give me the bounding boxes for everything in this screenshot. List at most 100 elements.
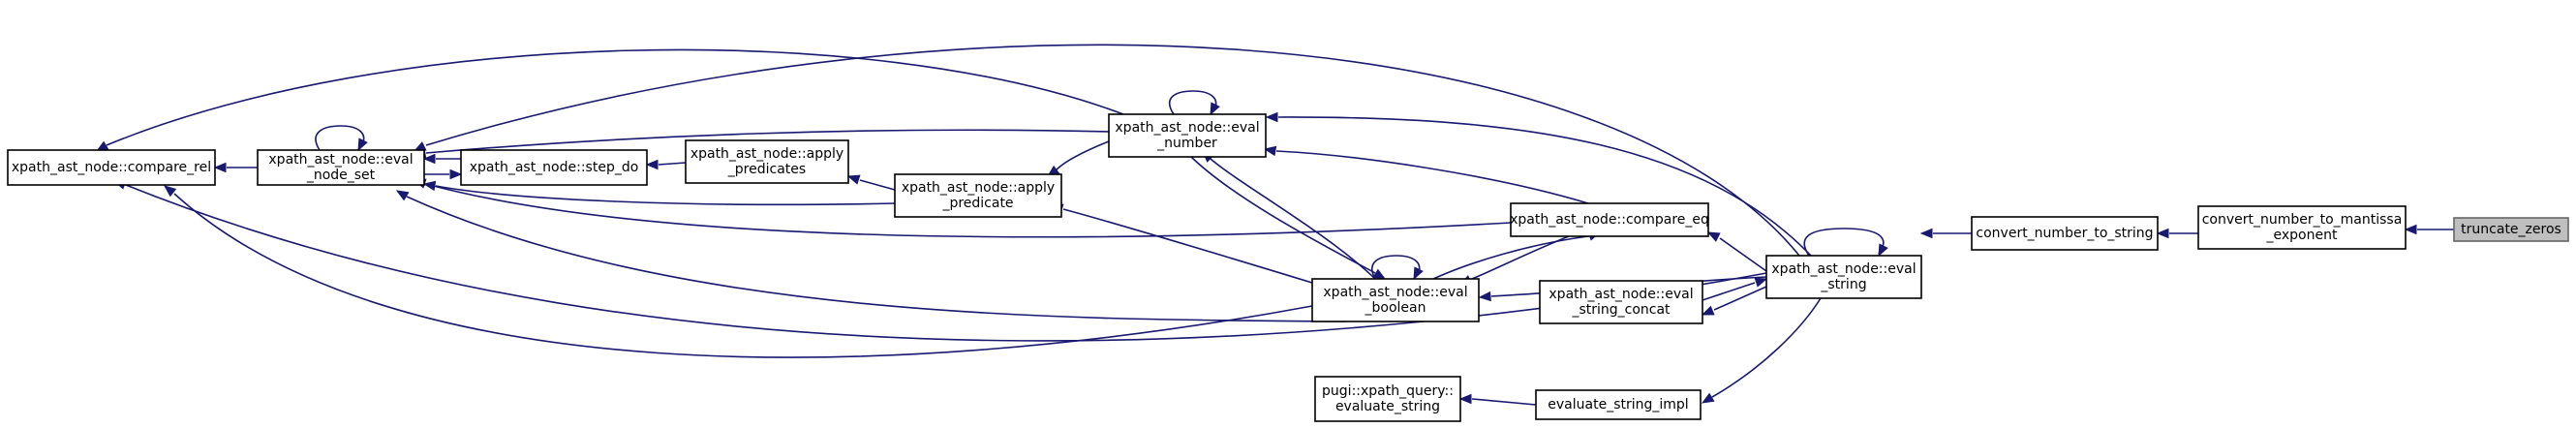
node-box[interactable]	[460, 149, 648, 186]
edge-arrowhead	[395, 190, 410, 201]
node-label: xpath_ast_node::apply	[902, 180, 1055, 196]
edge-line	[173, 193, 1313, 358]
edge-arrowhead	[1265, 111, 1278, 123]
edge-convert_number_to_string-to-eval_string	[1919, 228, 1972, 239]
edge-evaluate_string_impl-to-evaluate_string	[1458, 393, 1537, 406]
node-box[interactable]	[1971, 216, 2159, 251]
edge-eval_boolean-to-compare_eq	[1432, 230, 1602, 280]
node-box[interactable]	[257, 149, 425, 186]
edge-apply_predicate-to-apply_predicates	[846, 174, 896, 191]
node-box[interactable]	[1765, 255, 1922, 299]
node-label: xpath_ast_node::eval	[1549, 287, 1693, 302]
node-box[interactable]	[7, 149, 216, 186]
node-label: xpath_ast_node::eval	[1323, 285, 1467, 300]
node-label: xpath_ast_node::apply	[690, 146, 843, 162]
node-box[interactable]	[2453, 217, 2569, 242]
node-eval-boolean[interactable]: xpath_ast_node::eval_boolean	[1311, 278, 1480, 322]
edge-line	[1471, 235, 1570, 280]
edge-line	[1713, 286, 1767, 311]
edge-eval_number-to-compare_rel	[95, 48, 1124, 152]
edge-eval_string_concat-to-eval_string	[1702, 277, 1768, 301]
node-box[interactable]	[2197, 205, 2407, 250]
edge-line	[1277, 116, 1812, 257]
node-apply-predicates[interactable]: xpath_ast_node::apply_predicates	[685, 139, 849, 184]
edge-convert_number_to_mantissa-to-convert_number_to_string	[2156, 228, 2198, 239]
node-label: xpath_ast_node::eval	[268, 152, 413, 168]
edge-eval_string-to-eval_number	[1265, 111, 1812, 257]
node-compare-rel[interactable]: xpath_ast_node::compare_rel	[7, 149, 216, 186]
edge-arrowhead	[1919, 228, 1933, 239]
node-box[interactable]	[894, 173, 1062, 218]
edge-eval_node_set-to-eval_node_set	[315, 125, 368, 152]
edge-eval_boolean-to-compare_rel	[163, 185, 1313, 358]
edge-line	[1432, 235, 1589, 280]
edge-arrowhead	[1372, 268, 1387, 280]
edge-line	[1803, 228, 1885, 257]
node-eval-string[interactable]: xpath_ast_node::eval_string	[1765, 255, 1922, 299]
edge-arrowhead	[645, 159, 659, 170]
node-label: _node_set	[306, 168, 376, 183]
edge-arrowhead	[1478, 290, 1491, 302]
node-box[interactable]	[1539, 280, 1703, 324]
node-label: _exponent	[2266, 228, 2338, 243]
edge-arrowhead	[1701, 392, 1715, 404]
edge-line	[1275, 150, 1589, 204]
edge-line	[658, 162, 687, 166]
edge-compare_eq-to-eval_boolean	[1458, 235, 1570, 286]
edge-arrowhead	[449, 168, 463, 180]
edge-arrowhead	[422, 180, 437, 192]
edge-eval_number-to-eval_number	[1168, 90, 1220, 116]
node-evaluate-string[interactable]: pugi::xpath_query::evaluate_string	[1314, 376, 1461, 422]
node-label: _number	[1156, 136, 1217, 151]
node-label: _predicate	[941, 196, 1013, 211]
node-label: evaluate_string	[1335, 399, 1440, 414]
node-box[interactable]	[1510, 202, 1709, 237]
node-box[interactable]	[1314, 376, 1461, 422]
node-convert-number-to-string[interactable]: convert_number_to_string	[1971, 216, 2159, 251]
node-truncate-zeros[interactable]: truncate_zeros	[2453, 217, 2569, 242]
edge-line	[1711, 297, 1822, 398]
edge-arrowhead	[1701, 305, 1715, 316]
edge-arrowhead	[163, 185, 177, 198]
edge-line	[1702, 282, 1756, 301]
edge-step_do-to-eval_node_set	[422, 153, 461, 165]
edge-line	[406, 196, 1347, 322]
node-label: pugi::xpath_query::	[1322, 383, 1454, 399]
node-step-do[interactable]: xpath_ast_node::step_do	[460, 149, 648, 186]
edge-arrowhead	[846, 174, 861, 185]
node-convert-number-to-mantissa[interactable]: convert_number_to_mantissa_exponent	[2197, 205, 2407, 250]
node-box[interactable]	[1311, 278, 1480, 322]
edge-apply_predicate-to-eval_node_set	[422, 180, 896, 206]
edge-line	[1062, 208, 1313, 284]
edge-arrowhead	[1754, 277, 1768, 288]
node-compare-eq[interactable]: xpath_ast_node::compare_eq	[1510, 202, 1709, 237]
edge-line	[425, 44, 1800, 257]
node-eval-string-concat[interactable]: xpath_ast_node::eval_string_concat	[1539, 280, 1703, 324]
node-label: xpath_ast_node::compare_eq	[1510, 212, 1709, 228]
node-label: _string_concat	[1571, 302, 1671, 318]
edge-arrowhead	[2156, 228, 2169, 239]
edge-line	[425, 129, 1110, 154]
node-box[interactable]	[1108, 113, 1267, 158]
node-box[interactable]	[685, 139, 849, 184]
edge-line	[315, 125, 365, 151]
node-label: xpath_ast_node::compare_rel	[12, 160, 211, 175]
node-apply-predicate[interactable]: xpath_ast_node::apply_predicate	[894, 173, 1062, 218]
edge-line	[1210, 158, 1376, 280]
node-label: xpath_ast_node::eval	[1115, 120, 1259, 136]
node-eval-node-set[interactable]: xpath_ast_node::eval_node_set	[257, 149, 425, 186]
edge-eval_boolean-to-eval_node_set	[395, 190, 1347, 322]
edge-arrowhead	[1210, 102, 1220, 116]
edge-eval_string-to-eval_string	[1803, 228, 1888, 258]
edge-eval_node_set-to-step_do	[424, 168, 463, 180]
edge-eval_string-to-eval_string_concat	[1701, 286, 1767, 316]
edge-eval_node_set-to-compare_rel	[213, 162, 258, 173]
node-evaluate-string-impl[interactable]: evaluate_string_impl	[1535, 389, 1702, 420]
edge-line	[425, 183, 1512, 238]
node-eval-number[interactable]: xpath_ast_node::eval_number	[1108, 113, 1267, 158]
edges-layer	[95, 44, 2454, 406]
edge-line	[1371, 255, 1421, 280]
edge-line	[1719, 237, 1767, 272]
node-box[interactable]	[1535, 389, 1702, 420]
